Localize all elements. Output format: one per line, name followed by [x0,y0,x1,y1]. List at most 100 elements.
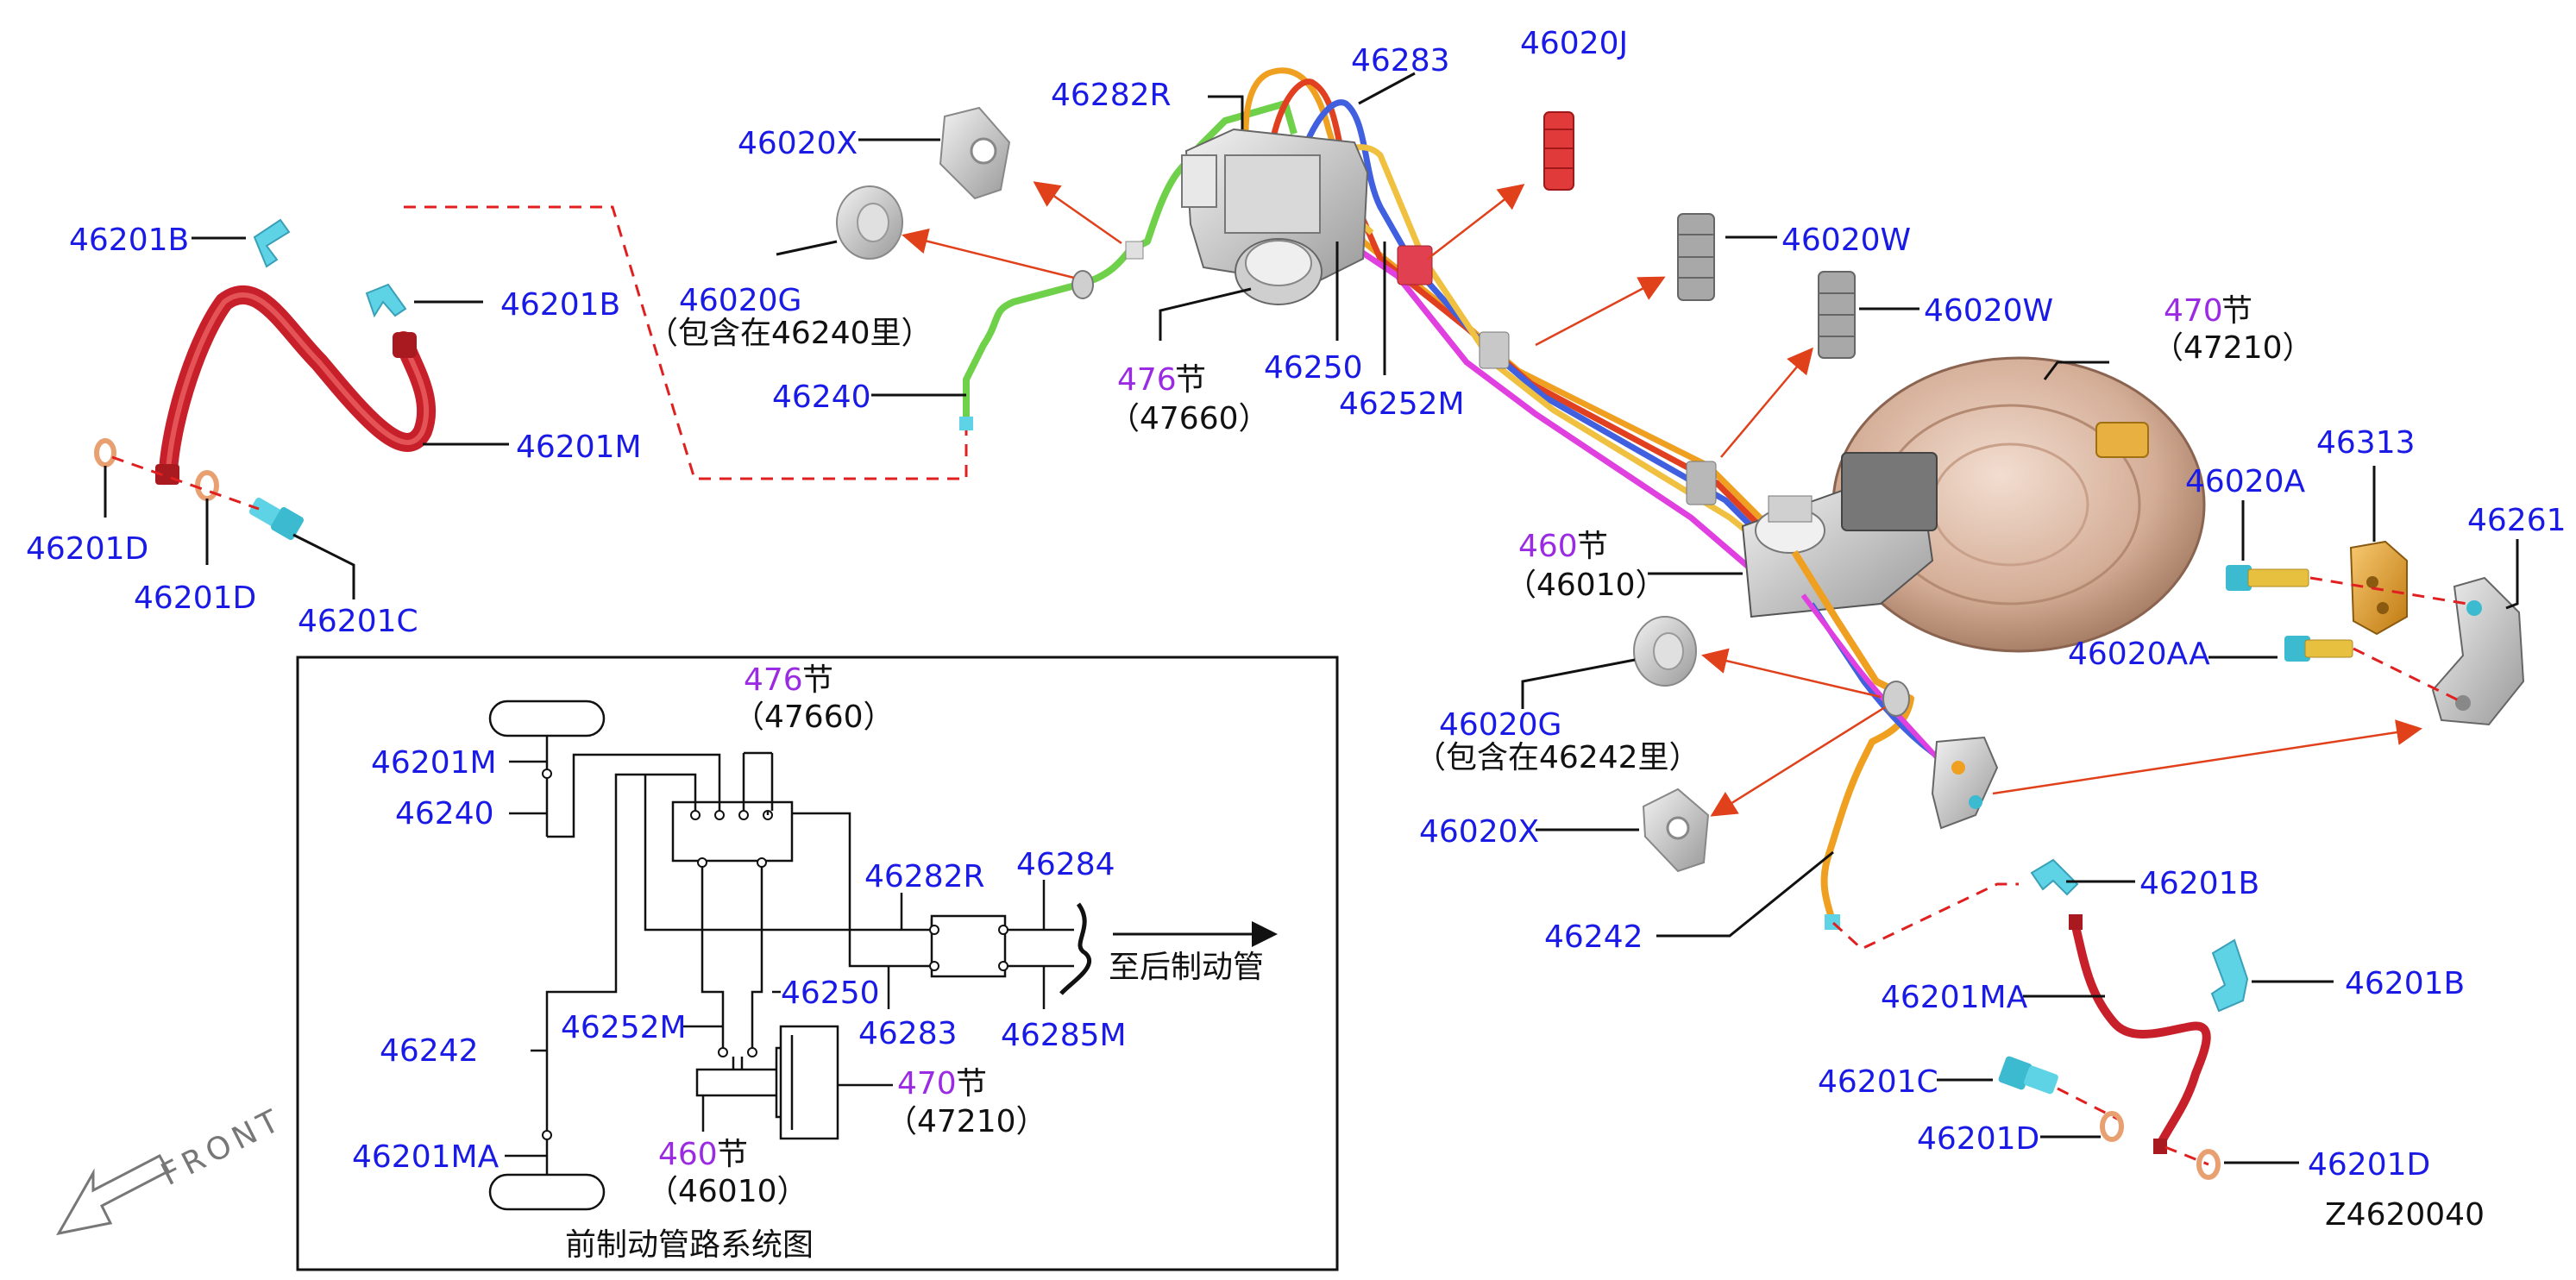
master-cylinder-symbol [695,1068,785,1097]
schematic-label-460-code: （46010） [647,1174,808,1209]
banjo-bolt-icon [248,497,305,541]
pipe-clip-icon [1686,461,1717,505]
schematic-label-46242: 46242 [380,1033,479,1069]
brake-pipe-46242 [1791,549,1914,925]
label-46201C: 46201C [298,604,418,639]
schematic-title: 前制动管路系统图 [565,1227,814,1263]
abs-bracket-icon [1931,736,1999,830]
schematic-label-46284: 46284 [1016,847,1115,882]
washer-icon [94,438,116,467]
bolt-icon [2226,565,2309,591]
schematic-label-470-code: （47210） [886,1104,1047,1139]
label-section-460: 460 节 [1518,529,1608,564]
label-46020G-bot-note: （包含在46242里） [1415,740,1700,775]
banjo-bolt-icon [1998,1056,2058,1095]
drawing-number: Z4620040 [2325,1197,2485,1233]
svg-text:节: 节 [717,1137,748,1172]
label-46201C-b: 46201C [1818,1064,1938,1100]
wheel-symbol-front-left [488,700,606,737]
grey-pipe-clip-icon [1818,271,1856,359]
label-46020X-bot: 46020X [1419,814,1539,850]
mounting-bracket-icon [2431,576,2525,726]
front-direction-arrow: FRONT [56,1101,289,1236]
schematic-label-460: 460 节 [658,1137,748,1172]
booster-symbol [779,1025,839,1140]
label-46313: 46313 [2316,425,2416,461]
label-46201D-c: 46201D [1917,1121,2039,1157]
hose-clip-icon [2030,858,2079,896]
grey-pipe-clip-icon [1677,213,1715,301]
front-brake-pipe-schematic [296,656,1339,1271]
svg-text:节: 节 [1175,362,1206,398]
label-46283: 46283 [1351,43,1450,78]
label-46201B-d: 46201B [2345,966,2465,1001]
pipe-46240-group [776,100,1297,430]
label-46201MA: 46201MA [1881,980,2028,1015]
schematic-label-46282R: 46282R [864,859,985,894]
svg-text:476: 476 [1117,362,1177,398]
label-section-476-code: （47660） [1109,401,1270,436]
schematic-label-476-code: （47660） [733,700,895,735]
schematic-label-46285M: 46285M [1001,1018,1127,1053]
right-front-hose-group [1831,858,2334,1180]
svg-text:470: 470 [897,1066,957,1101]
washer-icon [2100,1111,2124,1142]
label-46201B-b: 46201B [500,287,620,323]
wheel-symbol-front-right [488,1173,606,1211]
label-section-470-code: （47210） [2152,330,2314,366]
front-brake-hose-right [2070,919,2211,1147]
hose-clip-icon [2210,938,2249,1013]
schematic-label-46252M: 46252M [561,1010,687,1045]
schematic-label-46283: 46283 [858,1016,958,1051]
schematic-label-476: 476 节 [744,662,833,698]
label-46020G-top-note: （包含在46240里） [647,316,933,351]
washer-icon [2196,1149,2221,1180]
label-46242: 46242 [1544,919,1643,955]
front-brake-hose-left [159,285,437,480]
svg-text:460: 460 [658,1137,718,1172]
washer-icon [195,470,219,501]
hose-clip-icon [365,283,407,318]
label-46261: 46261 [2467,503,2567,538]
svg-text:节: 节 [802,662,833,698]
abs-unit-symbol [671,800,794,863]
label-46201D-b: 46201D [134,580,256,616]
svg-text:470: 470 [2164,293,2223,329]
hose-clip-icon [253,218,291,268]
label-section-476: 476 节 [1117,362,1206,398]
grommet-icon [1633,616,1697,687]
abs-modulator-group [1159,67,1919,573]
label-46201D-a: 46201D [26,531,148,567]
label-46240: 46240 [772,380,871,415]
label-46282R: 46282R [1051,78,1172,113]
master-cylinder-icon [1741,452,1938,618]
label-46252M: 46252M [1339,386,1465,422]
label-46020X-top: 46020X [738,126,858,161]
label-46020J: 46020J [1520,26,1628,61]
label-46201D-d: 46201D [2308,1147,2430,1183]
label-46201M: 46201M [516,430,642,465]
pipe-bracket-icon [939,106,1011,200]
front-label: FRONT [155,1101,289,1193]
label-section-470: 470 节 [2164,293,2252,329]
abs-unit-icon [1181,128,1369,305]
label-46020W-b: 46020W [1924,293,2053,329]
bolt-icon [2284,636,2353,662]
pipe-46242-group [1521,549,2422,938]
schematic-label-46240: 46240 [395,796,494,831]
label-section-460-code: （46010） [1505,568,1667,603]
svg-text:节: 节 [956,1066,987,1101]
label-46201B-a: 46201B [69,223,189,258]
svg-text:节: 节 [1577,529,1608,564]
schematic-label-46250: 46250 [781,976,880,1011]
bracket-46261-group [2208,466,2525,726]
label-46020G-top: 46020G [679,283,801,318]
label-46020G-bot: 46020G [1439,707,1561,743]
schematic-label-470: 470 节 [897,1066,987,1101]
pipe-clip-icon [1397,245,1433,285]
brake-booster-group [1648,356,2206,653]
label-46250: 46250 [1264,350,1363,386]
schematic-label-46201M: 46201M [371,745,497,781]
label-46020A: 46020A [2185,464,2306,499]
